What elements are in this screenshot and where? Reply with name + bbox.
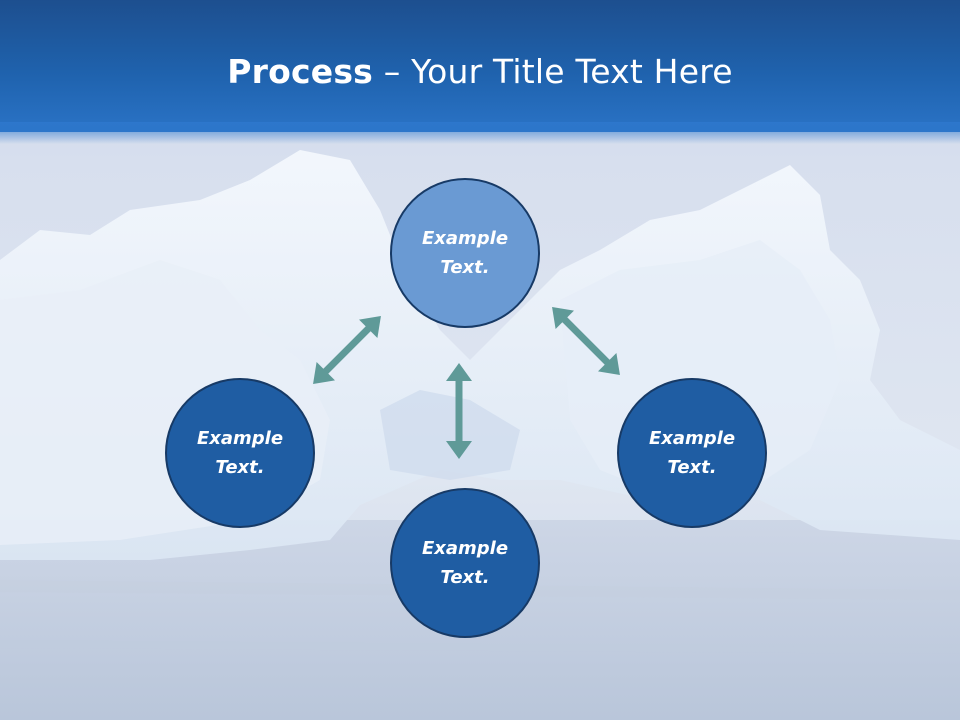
- double-arrow-top-right-icon: [552, 307, 620, 375]
- double-arrow-top-left-icon: [313, 316, 381, 384]
- double-arrow-vertical-icon: [446, 363, 472, 459]
- slide-title: Process – Your Title Text Here: [0, 52, 960, 91]
- title-bar-fade: [0, 122, 960, 144]
- title-bar: [0, 0, 960, 132]
- slide-title-rest: – Your Title Text Here: [373, 52, 733, 91]
- slide-title-bold: Process: [227, 52, 374, 91]
